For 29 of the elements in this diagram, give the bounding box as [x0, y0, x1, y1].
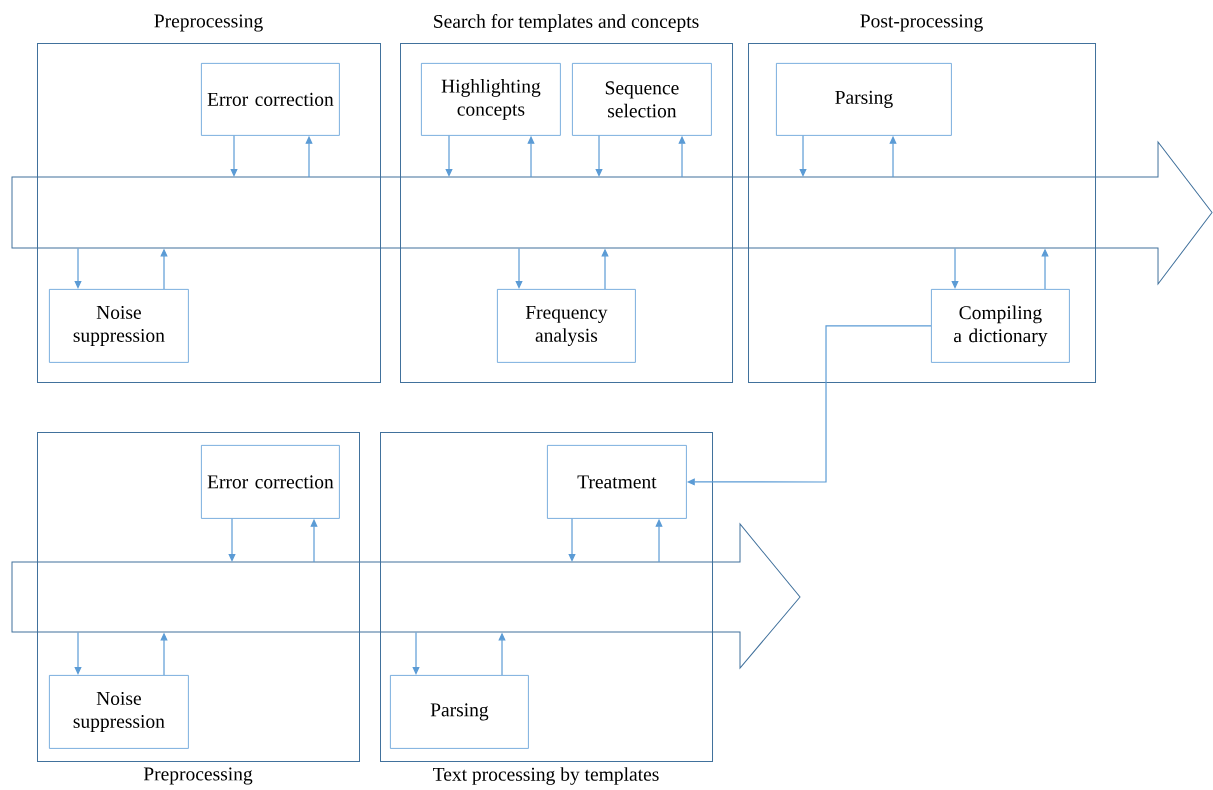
arrow: [515, 247, 523, 289]
arrow: [951, 247, 959, 289]
process-box: Highlighting concepts: [421, 63, 561, 136]
process-box: Sequence selection: [572, 63, 712, 136]
process-box: Compiling a dictionary: [931, 289, 1070, 363]
block-arrow: [11, 523, 801, 669]
process-box: Frequency analysis: [497, 289, 636, 363]
arrow: [230, 135, 238, 177]
arrow: [595, 135, 603, 177]
group-heading: Search for templates and concepts: [434, 14, 699, 32]
arrow: [445, 135, 453, 177]
arrow: [568, 518, 576, 562]
arrow: [799, 135, 807, 177]
arrow: [74, 247, 82, 289]
group-heading: Post-processing: [860, 14, 983, 32]
arrow: [74, 631, 82, 675]
process-box: Treatment: [547, 445, 687, 519]
group-heading: Text processing by templates: [433, 767, 659, 785]
process-box: Parsing: [390, 675, 529, 749]
group-heading: Preprocessing: [154, 14, 263, 32]
process-box: Error correction: [201, 63, 340, 136]
process-box: Noise suppression: [49, 675, 189, 749]
process-box: Noise suppression: [49, 289, 189, 363]
group-heading: Preprocessing: [143, 767, 253, 785]
block-arrow: [11, 141, 1213, 285]
arrow: [412, 631, 420, 675]
arrow: [228, 518, 236, 562]
process-box: Parsing: [776, 63, 952, 136]
process-box: Error correction: [201, 445, 340, 519]
